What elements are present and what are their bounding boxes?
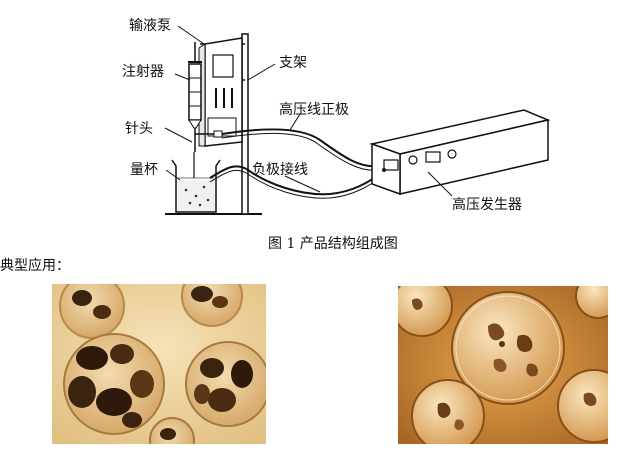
microcapsule-photo-light — [398, 286, 608, 444]
label-stand: 支架 — [279, 55, 307, 71]
label-beaker: 量杯 — [130, 162, 158, 178]
label-hv-generator: 高压发生器 — [452, 197, 522, 213]
label-syringe: 注射器 — [122, 64, 164, 80]
hv-positive-cable — [221, 128, 379, 168]
label-negative-wire: 负极接线 — [252, 162, 308, 178]
hv-generator — [369, 109, 551, 196]
beaker — [171, 152, 221, 213]
microcapsule-photo-dark — [52, 284, 266, 444]
stand-pole — [241, 33, 249, 215]
apparatus-diagram — [164, 25, 551, 215]
negative-cable — [209, 165, 383, 196]
label-hv-positive: 高压线正极 — [279, 102, 349, 118]
figure-caption: 图 1 产品结构组成图 — [268, 236, 398, 252]
section-title: 典型应用： — [0, 258, 70, 274]
infusion-pump — [198, 37, 243, 147]
syringe — [188, 42, 202, 129]
label-pump: 输液泵 — [129, 18, 171, 34]
label-needle: 针头 — [125, 121, 153, 137]
